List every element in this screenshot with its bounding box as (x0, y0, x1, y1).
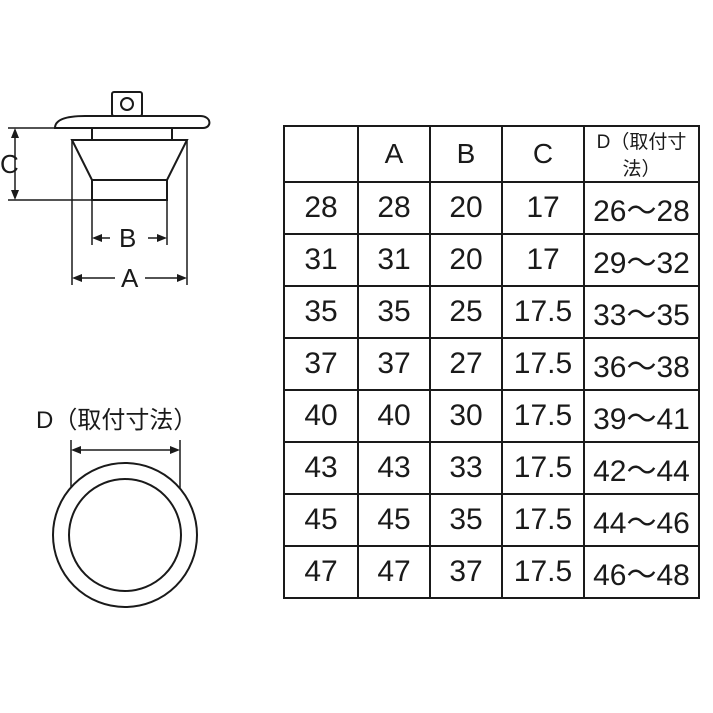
cell-d: 36～38 (583, 337, 700, 391)
dimension-label-a: A (121, 263, 139, 293)
bottom-plug (91, 179, 168, 201)
cell-c: 17.5 (501, 545, 585, 599)
cell-b: 27 (429, 337, 503, 391)
cell-b: 25 (429, 285, 503, 339)
cell-a: 31 (357, 233, 431, 287)
cell-size: 31 (283, 233, 359, 287)
a-arrow-right (177, 274, 187, 282)
cell-size: 28 (283, 181, 359, 235)
cell-b: 30 (429, 389, 503, 443)
outer-ring (52, 462, 198, 608)
cell-d: 29～32 (583, 233, 700, 287)
cell-a: 45 (357, 493, 431, 547)
top-view-label: D（取付寸法） (36, 407, 197, 434)
cell-b: 33 (429, 441, 503, 495)
cell-a: 28 (357, 181, 431, 235)
header-b: B (429, 125, 503, 183)
cell-d: 44～46 (583, 493, 700, 547)
dimension-label-c: C (0, 149, 19, 179)
cell-a: 40 (357, 389, 431, 443)
cell-d: 46～48 (583, 545, 700, 599)
cone-body (70, 139, 189, 181)
cell-a: 35 (357, 285, 431, 339)
b-arrow-left (92, 234, 102, 242)
cell-size: 43 (283, 441, 359, 495)
a-arrow-left (72, 274, 82, 282)
c-arrow-top (11, 128, 19, 138)
d-arrow-right (170, 446, 180, 454)
side-view (8, 91, 211, 285)
top-view (52, 440, 198, 608)
cell-b: 37 (429, 545, 503, 599)
cell-size: 37 (283, 337, 359, 391)
header-d: D（取付寸法） (583, 125, 700, 183)
cell-size: 40 (283, 389, 359, 443)
table-header-row: A B C D（取付寸法） (283, 125, 700, 183)
b-arrow-right (157, 234, 167, 242)
cell-d: 42～44 (583, 441, 700, 495)
cell-c: 17.5 (501, 285, 585, 339)
cell-c: 17.5 (501, 441, 585, 495)
cell-size: 45 (283, 493, 359, 547)
cell-c: 17 (501, 233, 585, 287)
d-arrow-left (71, 446, 81, 454)
cell-size: 47 (283, 545, 359, 599)
inner-ring (68, 478, 182, 592)
cell-c: 17.5 (501, 493, 585, 547)
header-blank (283, 125, 359, 183)
header-c: C (501, 125, 585, 183)
c-arrow-bottom (11, 190, 19, 200)
flange (53, 115, 211, 129)
tab-hole (120, 97, 134, 111)
cell-b: 20 (429, 233, 503, 287)
cell-a: 47 (357, 545, 431, 599)
cell-c: 17 (501, 181, 585, 235)
cell-c: 17.5 (501, 389, 585, 443)
cell-b: 20 (429, 181, 503, 235)
top-tab (111, 91, 143, 117)
header-a: A (357, 125, 431, 183)
cell-a: 37 (357, 337, 431, 391)
cell-b: 35 (429, 493, 503, 547)
cell-d: 39～41 (583, 389, 700, 443)
cell-d: 33～35 (583, 285, 700, 339)
dimension-label-b: B (119, 223, 136, 253)
cell-a: 43 (357, 441, 431, 495)
cell-d: 26～28 (583, 181, 700, 235)
neck (91, 127, 173, 141)
cell-c: 17.5 (501, 337, 585, 391)
cell-size: 35 (283, 285, 359, 339)
